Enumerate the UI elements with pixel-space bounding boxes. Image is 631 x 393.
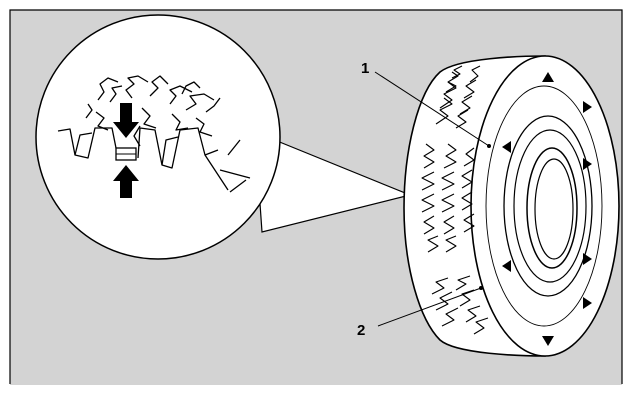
hub-ring-outer xyxy=(526,147,578,269)
triangle-marker-icon xyxy=(502,72,592,346)
callout-label-1: 1 xyxy=(361,60,370,77)
tire xyxy=(403,55,620,357)
magnifier-circle xyxy=(35,14,281,260)
up-arrow-icon xyxy=(113,165,139,198)
figure-frame xyxy=(9,9,623,384)
leader-line-2 xyxy=(377,287,482,327)
rim-ring-inner xyxy=(513,129,587,283)
rim-ring-outer xyxy=(503,115,593,297)
down-arrow-icon xyxy=(113,103,139,138)
callout-label-2: 2 xyxy=(357,322,366,339)
tread-section-detail xyxy=(57,75,251,193)
tire-sidewall xyxy=(470,55,620,357)
hub-ring-inner xyxy=(534,158,574,260)
tread-pattern xyxy=(421,65,489,335)
leader-line-1 xyxy=(374,71,490,147)
bead-line xyxy=(485,85,603,327)
